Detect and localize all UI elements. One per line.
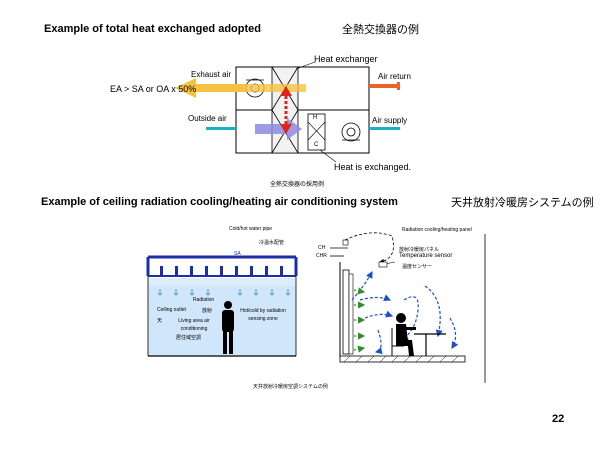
bottom-title-jp: 天井放射冷暖房システムの例: [451, 196, 594, 209]
panel-section: [330, 232, 486, 383]
temp-sensor-label-jp: 温度センサー: [402, 264, 433, 270]
top-caption: 全熱交換器の採用例: [270, 182, 325, 188]
ch-label: CH: [318, 245, 326, 251]
seated-person-icon: [396, 313, 416, 356]
outside-air-pipe: [206, 127, 236, 130]
heating-cooling-coil: [307, 113, 326, 151]
exhaust-air-arrow: [175, 78, 306, 98]
panel-label: Radiation cooling/heating panel: [402, 227, 472, 233]
heat-exchange-arrow: [280, 86, 292, 134]
ceiling-outlet-label: Ceiling outlet: [157, 307, 186, 313]
hotcold-zone-label: Hot/cold by radiation sensing zone: [240, 308, 286, 322]
coil-c-label: C: [314, 142, 319, 148]
coil-h-label: H: [313, 115, 318, 121]
desk-icon: [414, 333, 446, 356]
outside-air-arrow: [255, 118, 302, 140]
chair-icon: [391, 328, 404, 356]
living-area-label: Living area air conditioning: [178, 318, 210, 332]
page-number: 22: [552, 413, 565, 425]
heat-exchanged-label: Heat is exchanged.: [334, 162, 412, 172]
bottom-caption: 天井放射冷暖房空調システムの例: [253, 384, 328, 390]
sa-label: SA: [234, 251, 241, 257]
outside-air-label: Outside air: [188, 114, 227, 123]
formula-label: EA > SA or OA x 50%: [110, 84, 197, 94]
living-area-label-jp: 居住域空調: [176, 335, 202, 341]
air-supply-label: Air supply: [372, 116, 408, 125]
bottom-title: Example of ceiling radiation cooling/hea…: [41, 196, 398, 208]
room-section: [146, 255, 298, 357]
living-area-jp-head: 天: [157, 318, 163, 324]
top-title-jp: 全熱交換器の例: [342, 23, 419, 36]
radiation-label: Radiation: [193, 297, 215, 303]
temp-sensor-label: Temperature sensor: [399, 253, 453, 259]
air-return-pipe: [369, 82, 400, 90]
air-return-label: Air return: [378, 72, 411, 81]
supply-fan-icon: [341, 122, 361, 142]
standing-person-icon: [222, 301, 234, 354]
top-title: Example of total heat exchanged adopted: [44, 23, 261, 35]
radiation-label-jp: 放射: [202, 308, 213, 314]
air-supply-pipe: [369, 127, 400, 130]
chr-label: CHR: [316, 253, 327, 259]
panel-label-jp: 放射冷暖房パネル: [399, 247, 440, 253]
exhaust-air-label: Exhaust air: [191, 70, 232, 79]
pipe-label: Cold/hot water pipe: [229, 226, 273, 232]
pipe-label-jp: 冷温水配管: [259, 240, 285, 246]
heat-exchanger-label: Heat exchanger: [314, 54, 378, 64]
